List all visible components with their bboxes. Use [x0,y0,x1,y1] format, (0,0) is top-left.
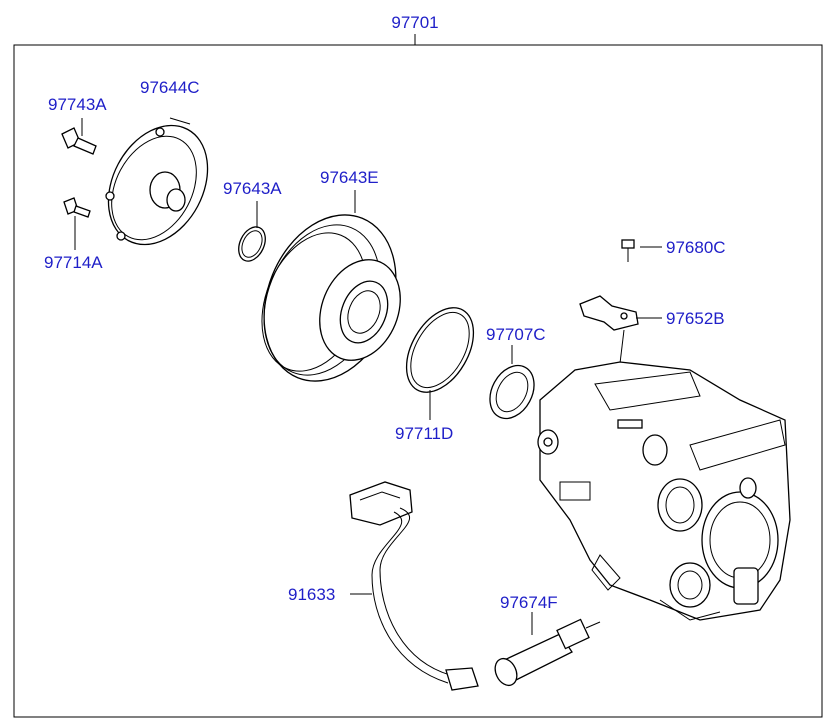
label-assembly: 97701 [391,13,438,32]
label-bolt-a: 97743A [48,95,107,114]
label-wire: 91633 [288,585,335,604]
pulley-part [261,190,401,382]
label-shim: 97707C [486,325,546,344]
label-bracket: 97652B [666,309,725,328]
label-bolt-c: 97680C [666,238,726,257]
clutch-hub-part [105,117,209,246]
bolt-97743a-part [61,118,97,155]
label-ring: 97711D [395,424,453,443]
wire-harness-part [349,481,479,691]
label-snap-ring: 97643A [223,179,282,198]
compressor-body-part [537,361,791,621]
label-hub: 97644C [140,78,200,97]
ring-97711d-part [405,307,475,420]
bolt-97680c-part [621,239,662,262]
valve-part [494,612,601,687]
label-pulley: 97643E [320,168,379,187]
snap-ring-part [238,201,266,262]
label-valve: 97674F [500,593,558,612]
assembly-frame [13,34,823,718]
shim-97707c-part [489,345,535,420]
bracket-part [579,295,662,381]
label-screw: 97714A [44,253,103,272]
screw-97714a-part [63,197,91,250]
